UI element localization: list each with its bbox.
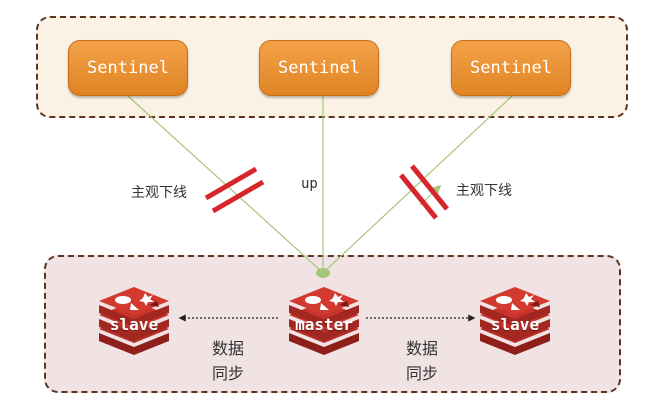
cut-mark-right-icon bbox=[399, 164, 449, 220]
redis-node-slave-left[interactable]: slave bbox=[93, 283, 175, 355]
sync-label-left-line1: 数据 bbox=[211, 339, 244, 358]
sync-label-left: 数据 同步 bbox=[208, 336, 248, 386]
sentinel-node-3-label: Sentinel bbox=[470, 58, 552, 78]
redis-logo-icon bbox=[99, 287, 169, 355]
sentinel-node-2-label: Sentinel bbox=[278, 58, 360, 78]
cut-mark-left-icon bbox=[204, 166, 265, 214]
redis-node-slave-right[interactable]: slave bbox=[474, 283, 556, 355]
redis-node-slave-left-label: slave bbox=[109, 315, 159, 334]
redis-node-slave-right-label: slave bbox=[490, 315, 540, 334]
sentinel-node-1[interactable]: Sentinel bbox=[68, 40, 188, 96]
sentinel-node-1-label: Sentinel bbox=[87, 58, 169, 78]
redis-node-master-label: master bbox=[295, 315, 353, 334]
redis-logo-icon bbox=[289, 287, 359, 355]
redis-node-master[interactable]: master bbox=[283, 283, 365, 355]
status-label-up: up bbox=[301, 176, 318, 192]
sync-label-right: 数据 同步 bbox=[402, 336, 442, 386]
master-connection-point bbox=[316, 268, 330, 278]
sync-label-right-line1: 数据 bbox=[405, 339, 438, 358]
status-label-right: 主观下线 bbox=[456, 183, 512, 199]
link-sentinel-1-master bbox=[127, 95, 323, 273]
link-sentinel-3-master bbox=[323, 95, 513, 273]
sync-label-right-line2: 同步 bbox=[405, 364, 438, 383]
sentinel-node-3[interactable]: Sentinel bbox=[451, 40, 571, 96]
sync-label-left-line2: 同步 bbox=[211, 364, 244, 383]
sentinel-node-2[interactable]: Sentinel bbox=[259, 40, 379, 96]
status-label-left: 主观下线 bbox=[131, 185, 187, 201]
redis-logo-icon bbox=[480, 287, 550, 355]
